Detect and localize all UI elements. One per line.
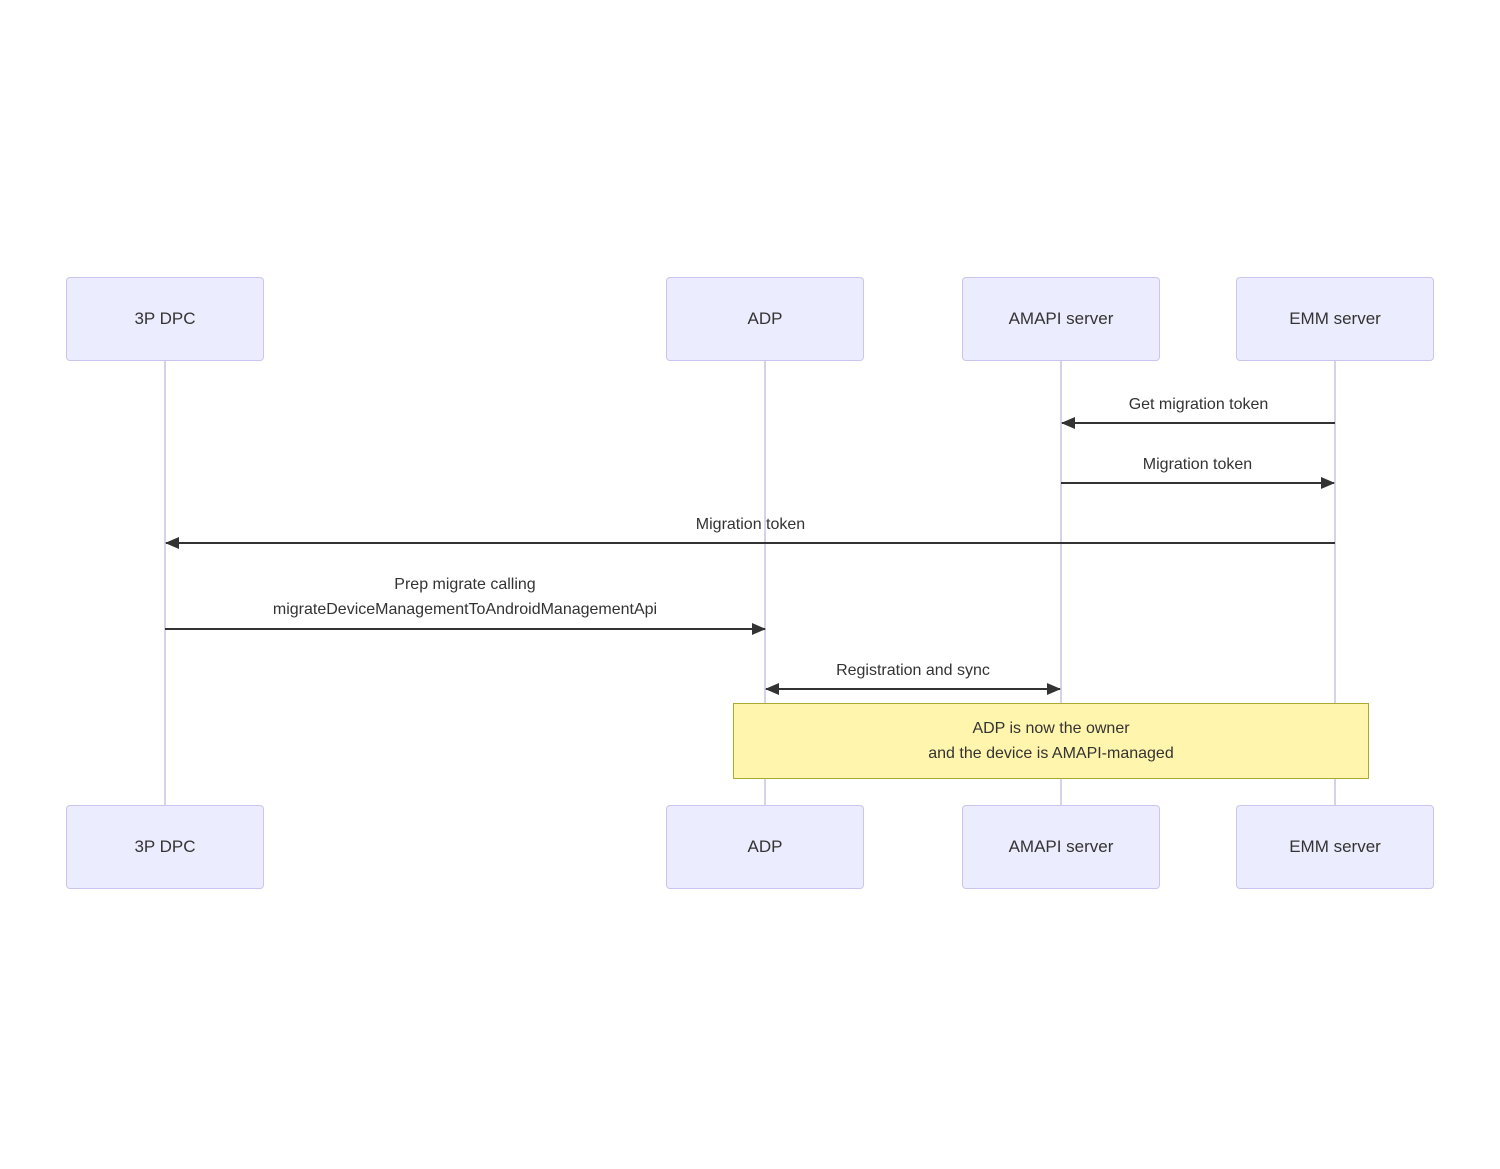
actor-label: 3P DPC [134,837,196,856]
message-arrow-line [1061,477,1335,489]
actor-label: ADP [747,837,783,856]
actor-amapi-server-bottom: AMAPI server [962,805,1160,889]
arrowhead-left-icon [765,683,779,695]
arrowhead-right-icon [1321,477,1335,489]
arrowhead-left-icon [1061,417,1075,429]
actor-label: AMAPI server [1008,309,1114,328]
actor-label: AMAPI server [1008,837,1114,856]
actor-adp-top: ADP [666,277,864,361]
actor-emm-server-bottom: EMM server [1236,805,1434,889]
lifeline-emm-server [1334,361,1336,805]
message-label: Registration and sync [836,662,990,679]
lifeline-adp [764,361,766,805]
message-label-line1: Prep migrate calling [394,576,536,593]
actor-label: EMM server [1289,309,1381,328]
lifeline-amapi-server [1060,361,1062,805]
message-label: Migration token [695,516,806,533]
message-label: Prep migrate calling migrateDeviceManage… [165,572,765,622]
actor-3p-dpc-top: 3P DPC [66,277,264,361]
message-arrow-line [765,683,1061,695]
message-label-line2: migrateDeviceManagementToAndroidManageme… [272,601,658,618]
arrowhead-right-icon [752,623,766,635]
message-arrow-line [1061,417,1335,429]
note-text-line1: ADP is now the owner [972,720,1130,737]
actor-adp-bottom: ADP [666,805,864,889]
message-arrow-line [165,623,766,635]
arrowhead-right-icon [1047,683,1061,695]
message-label: Get migration token [1128,396,1269,413]
note-text-line2: and the device is AMAPI-managed [928,745,1174,762]
message-arrow-line [165,537,1335,549]
note-adp-owner: ADP is now the owner and the device is A… [733,703,1369,779]
actor-label: ADP [747,309,783,328]
actor-label: 3P DPC [134,309,196,328]
actor-3p-dpc-bottom: 3P DPC [66,805,264,889]
arrowhead-left-icon [165,537,179,549]
actor-emm-server-top: EMM server [1236,277,1434,361]
lifeline-3p-dpc [164,361,166,805]
actor-label: EMM server [1289,837,1381,856]
actor-amapi-server-top: AMAPI server [962,277,1160,361]
message-label: Migration token [1142,456,1253,473]
